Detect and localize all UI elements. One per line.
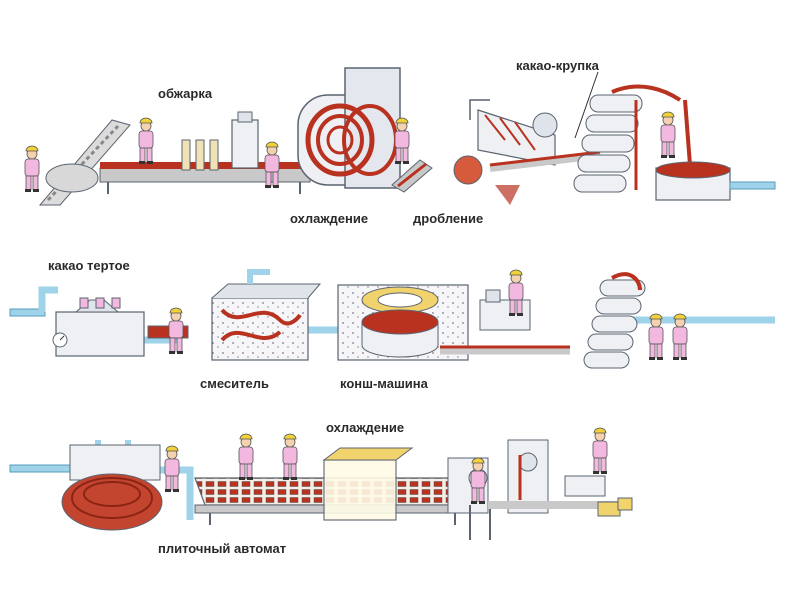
chocolate-coil	[61, 444, 163, 531]
worker	[648, 313, 664, 361]
roaster-box	[231, 111, 259, 169]
cooling-chamber	[322, 447, 414, 521]
worker	[660, 111, 676, 159]
label-mixer: смеситель	[200, 376, 269, 391]
label-conche: конш-машина	[340, 376, 428, 391]
cooling-drum	[297, 67, 401, 189]
label-crushing: дробление	[413, 211, 484, 226]
cocoa-liquor-tank	[655, 161, 776, 201]
liquor-tank	[52, 297, 145, 357]
label-cooling-1: охлаждение	[290, 211, 369, 226]
worker	[24, 145, 40, 193]
worker	[168, 307, 184, 355]
roasting-conveyor	[99, 162, 311, 194]
label-cocoa-nibs: какао-крупка	[516, 58, 599, 73]
label-roasting: обжарка	[158, 86, 213, 101]
worker	[592, 427, 608, 475]
worker	[164, 445, 180, 493]
mixer-machine	[147, 269, 322, 361]
roasting-feed-conveyor	[38, 119, 131, 206]
worker	[238, 433, 254, 481]
roller-mill-2	[583, 272, 646, 369]
roller-mill-1	[573, 84, 692, 193]
worker	[138, 117, 154, 165]
crusher	[453, 99, 558, 205]
label-cocoa-liquor: какао тертое	[48, 258, 130, 273]
crusher-chute	[391, 159, 433, 193]
label-cooling-2: охлаждение	[326, 420, 405, 435]
worker	[394, 117, 410, 165]
cocoa-nibs-leader	[574, 71, 599, 139]
label-bar-machine: плиточный автомат	[158, 541, 287, 556]
worker	[282, 433, 298, 481]
roaster-columns	[181, 139, 219, 171]
worker	[672, 313, 688, 361]
